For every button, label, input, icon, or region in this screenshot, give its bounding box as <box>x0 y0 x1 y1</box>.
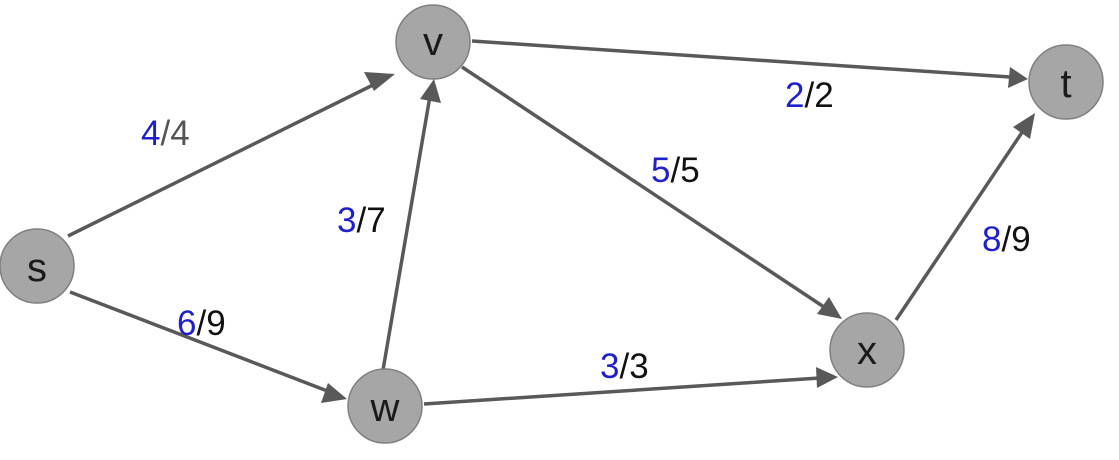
flow-value: 5 <box>651 151 670 190</box>
edge-s-v <box>67 72 395 238</box>
node-label: x <box>857 329 877 373</box>
node-s: s <box>0 228 75 304</box>
node-label: w <box>370 386 400 430</box>
node-label: s <box>27 246 47 290</box>
capacity-value: 2 <box>814 76 833 115</box>
edge-x-t <box>894 113 1035 321</box>
edge-s-w <box>69 290 347 403</box>
flow-value: 2 <box>785 76 804 115</box>
edge-label-v-t: 2/2 <box>785 76 834 115</box>
capacity-value: 9 <box>206 304 225 343</box>
node-x: x <box>829 312 905 388</box>
edge-label-x-t: 8/9 <box>982 220 1031 259</box>
separator: / <box>356 201 366 240</box>
separator: / <box>670 151 680 190</box>
capacity-value: 9 <box>1011 220 1030 259</box>
edge-w-x <box>423 367 838 406</box>
node-w: w <box>347 368 423 444</box>
separator: / <box>804 76 814 115</box>
edge-v-t <box>471 39 1028 88</box>
separator: / <box>196 304 206 343</box>
flow-value: 3 <box>600 347 619 386</box>
edge-label-s-v: 4/4 <box>141 114 190 153</box>
node-v: v <box>395 4 471 80</box>
edge-v-x <box>461 65 842 319</box>
capacity-value: 4 <box>170 114 189 153</box>
node-t: t <box>1028 44 1104 120</box>
separator: / <box>160 114 170 153</box>
edge-label-w-v: 3/7 <box>337 201 386 240</box>
capacity-value: 5 <box>680 151 699 190</box>
edge-w-v <box>381 79 441 371</box>
separator: / <box>619 347 629 386</box>
node-label: t <box>1060 62 1071 106</box>
separator: / <box>1001 220 1011 259</box>
node-label: v <box>423 20 443 64</box>
edge-label-v-x: 5/5 <box>651 151 700 190</box>
edge-label-w-x: 3/3 <box>600 347 649 386</box>
flow-value: 8 <box>982 220 1001 259</box>
edge-label-s-w: 6/9 <box>177 304 226 343</box>
flow-value: 3 <box>337 201 356 240</box>
flow-value: 4 <box>141 114 160 153</box>
capacity-value: 3 <box>629 347 648 386</box>
flow-value: 6 <box>177 304 196 343</box>
capacity-value: 7 <box>366 201 385 240</box>
